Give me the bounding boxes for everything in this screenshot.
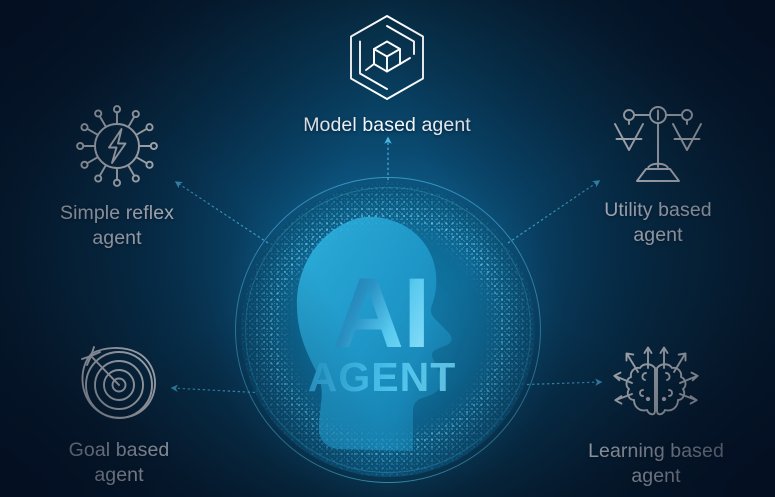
target-bullseye-arrow-icon	[81, 346, 156, 419]
brain-with-arrows-icon	[613, 346, 699, 416]
node-model-based-agent[interactable]: Model based agent	[282, 12, 492, 138]
human-head-profile-silhouette-icon	[296, 216, 452, 451]
lightning-bolt-in-radiating-circle-icon	[76, 105, 158, 187]
hexagon-cube-interlock-icon	[350, 15, 424, 100]
node-goal-based-agent[interactable]: Goal based agent	[14, 339, 224, 488]
node-label: Goal based agent	[69, 438, 170, 488]
node-utility-based-agent[interactable]: Utility based agent	[553, 103, 763, 248]
node-label: Simple reflex agent	[60, 201, 174, 251]
node-label-line2: agent	[94, 464, 144, 486]
node-label-line1: Simple reflex	[59, 202, 174, 224]
node-label-line1: Utility based	[604, 199, 712, 221]
node-label-line1: Goal based	[68, 439, 170, 461]
node-label: Utility based agent	[604, 198, 712, 248]
center-ai-agent-orb: AI AGENT	[213, 155, 563, 497]
node-label-line2: agent	[92, 227, 142, 249]
node-label-line2: agent	[633, 224, 683, 246]
node-label: Model based agent	[303, 113, 471, 138]
node-label: Learning based agent	[588, 439, 724, 489]
node-label-line1: Model based agent	[303, 114, 471, 136]
node-label-line2: agent	[631, 465, 681, 487]
node-simple-reflex-agent[interactable]: Simple reflex agent	[12, 100, 222, 251]
node-label-line1: Learning based	[588, 440, 724, 462]
balance-scale-icon	[614, 106, 702, 182]
node-learning-based-agent[interactable]: Learning based agent	[551, 338, 761, 489]
